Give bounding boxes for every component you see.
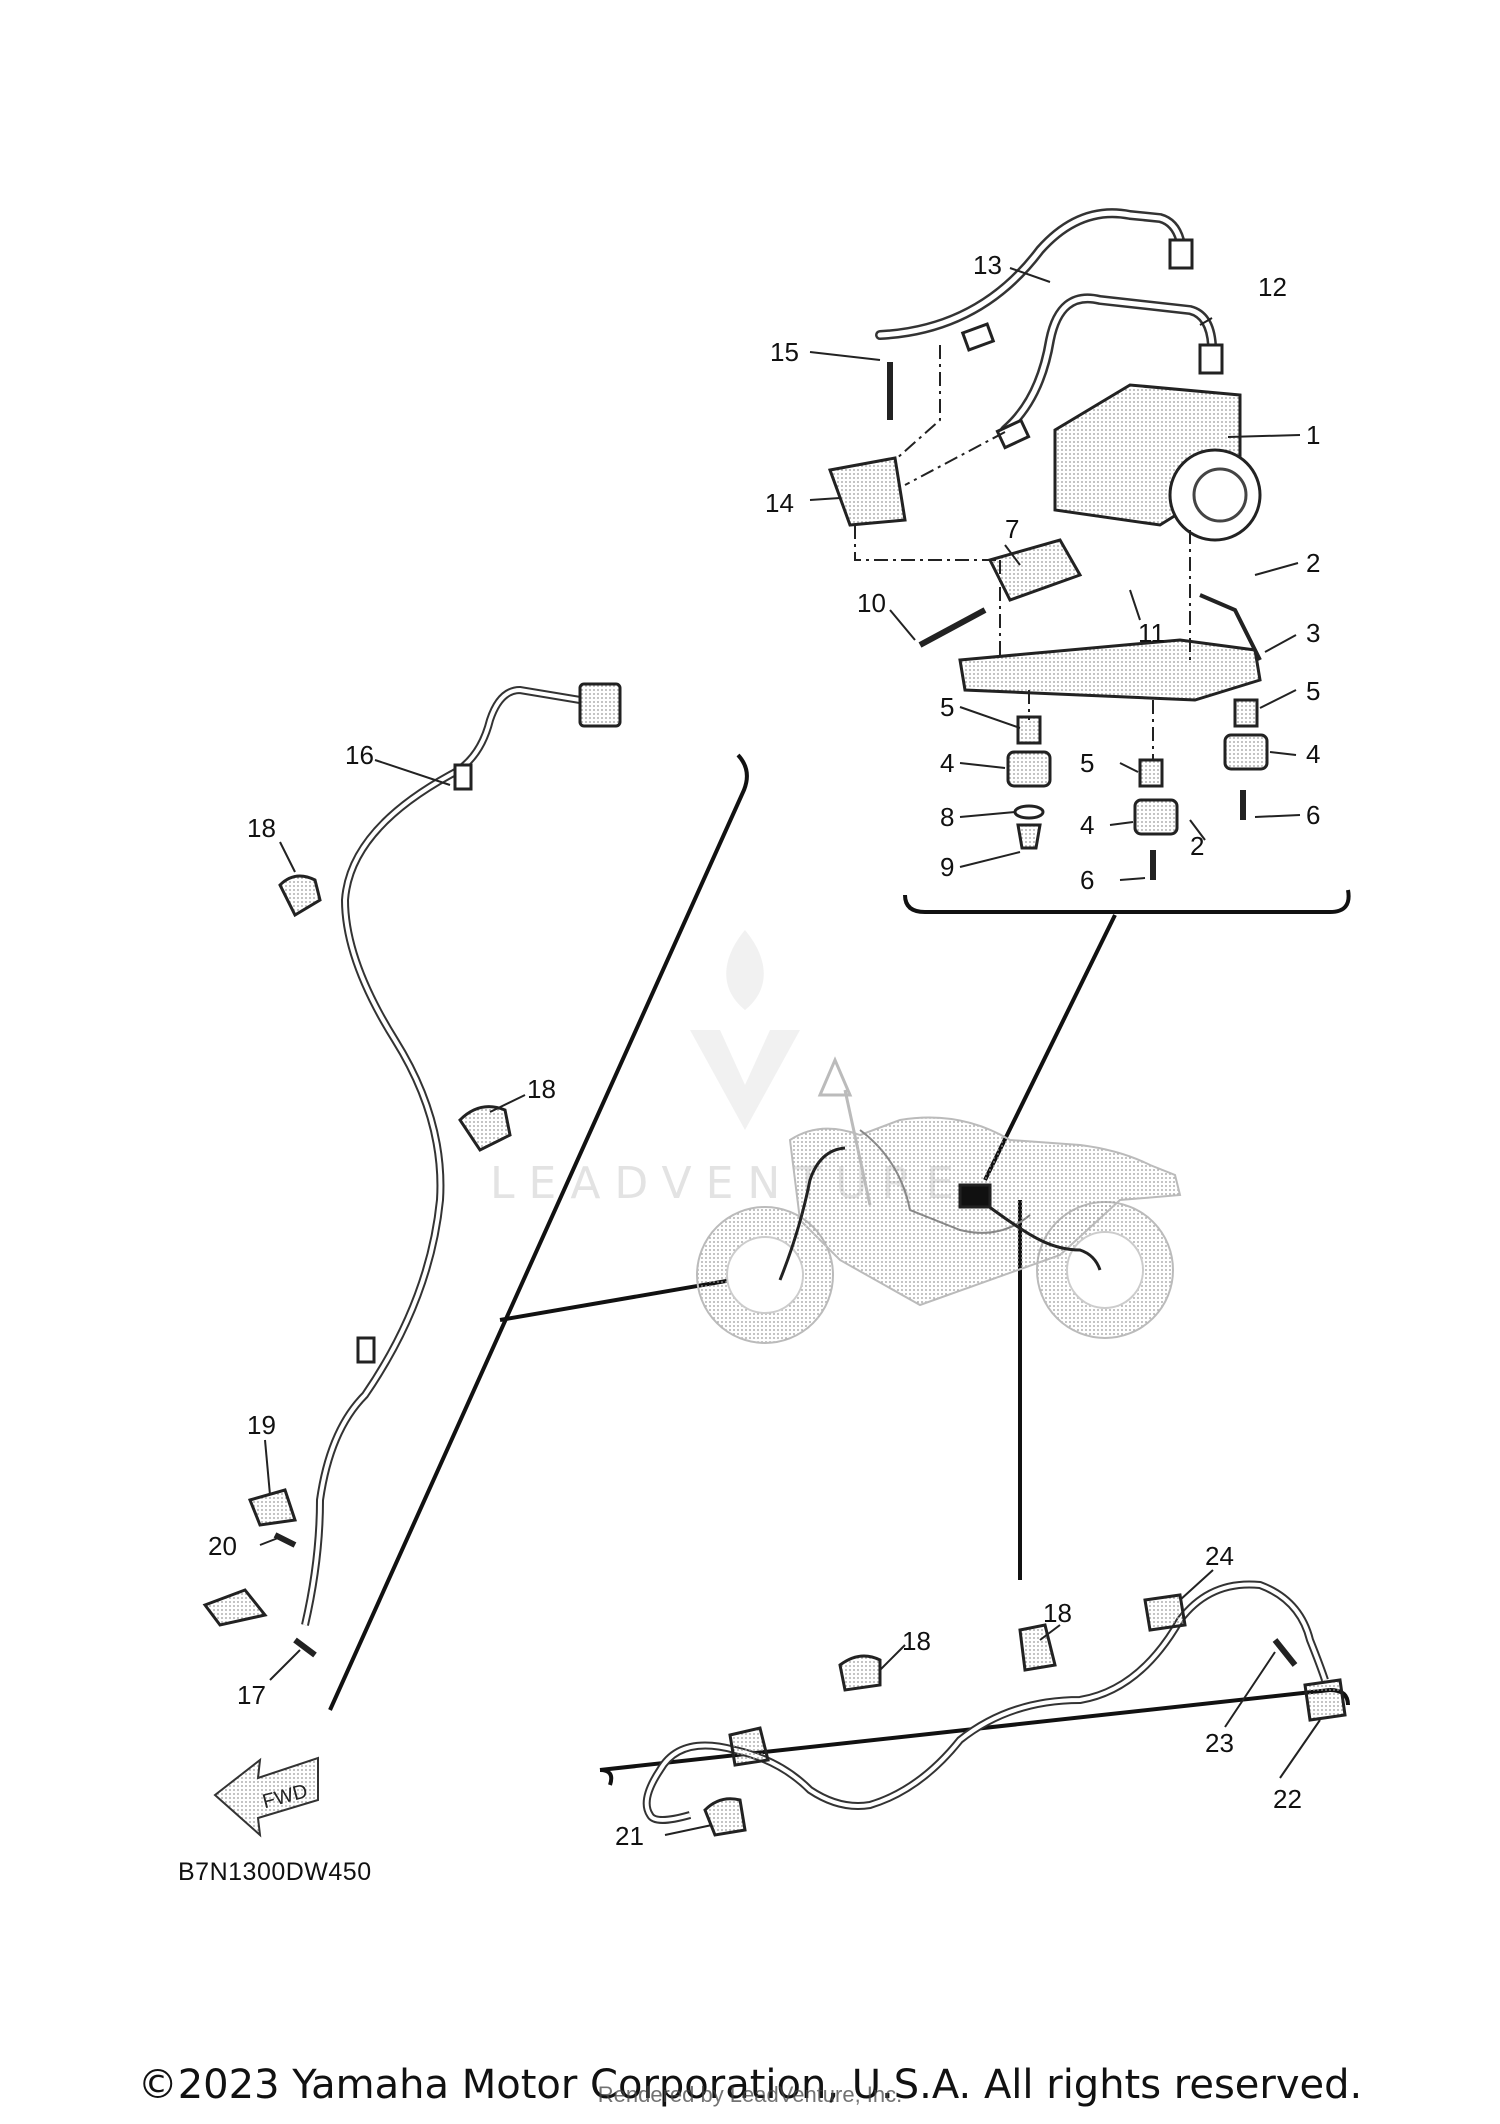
callout-17: 17 (237, 1680, 266, 1710)
callout-6-middle: 6 (1080, 865, 1094, 895)
diagram-code: B7N1300DW450 (178, 1858, 372, 1886)
fwd-arrow-icon: FWD (213, 1756, 319, 1838)
rear-wheel-sensor-lead (642, 1580, 1347, 1837)
callout-18-bottom-right: 18 (1043, 1598, 1072, 1628)
callout-11: 11 (1138, 618, 1165, 648)
callout-7: 7 (1005, 514, 1019, 544)
callout-10: 10 (857, 588, 886, 618)
callout-19: 19 (247, 1410, 276, 1440)
rendered-by-notice: Rendered by LeadVenture, Inc. (597, 2082, 903, 2107)
callout-6-right: 6 (1306, 800, 1320, 830)
copyright-notice: ©2023 Yamaha Motor Corporation, U.S.A. A… (137, 2062, 1363, 2108)
panel-outlines (328, 753, 1351, 1786)
bike-abs-lines (778, 1146, 1102, 1281)
callout-14: 14 (765, 488, 794, 518)
callout-1: 1 (1306, 420, 1320, 450)
callout-leaders (259, 267, 1321, 1836)
callout-22: 22 (1273, 1784, 1302, 1814)
callout-8: 8 (940, 802, 954, 832)
callout-23: 23 (1205, 1728, 1234, 1758)
callout-5-middle: 5 (1080, 748, 1094, 778)
callout-18-left-top: 18 (247, 813, 276, 843)
callout-24: 24 (1205, 1541, 1234, 1571)
front-wheel-sensor-lead (202, 682, 622, 1658)
callout-3: 3 (1306, 618, 1320, 648)
callout-18-bottom-left: 18 (902, 1626, 931, 1656)
callout-9: 9 (940, 852, 954, 882)
callout-5-left: 5 (940, 692, 954, 722)
callout-16: 16 (345, 740, 374, 770)
callout-4-right: 4 (1306, 739, 1320, 769)
callout-4-middle: 4 (1080, 810, 1094, 840)
callout-15: 15 (770, 337, 799, 367)
callout-18-left-middle: 18 (527, 1074, 556, 1104)
callout-4-left: 4 (940, 748, 954, 778)
callout-12: 12 (1258, 272, 1287, 302)
callout-21: 21 (615, 1821, 644, 1851)
callout-2-bottom: 2 (1190, 831, 1204, 861)
callout-5-right: 5 (1306, 676, 1320, 706)
callout-20: 20 (208, 1531, 237, 1561)
callout-13: 13 (973, 250, 1002, 280)
watermark-logo (690, 930, 800, 1130)
callout-labels: 1 2 2 3 4 4 4 5 5 5 6 6 7 8 9 10 11 12 1… (208, 250, 1320, 1851)
callout-2-top: 2 (1306, 548, 1320, 578)
hydraulic-unit-assembly (827, 208, 1269, 880)
